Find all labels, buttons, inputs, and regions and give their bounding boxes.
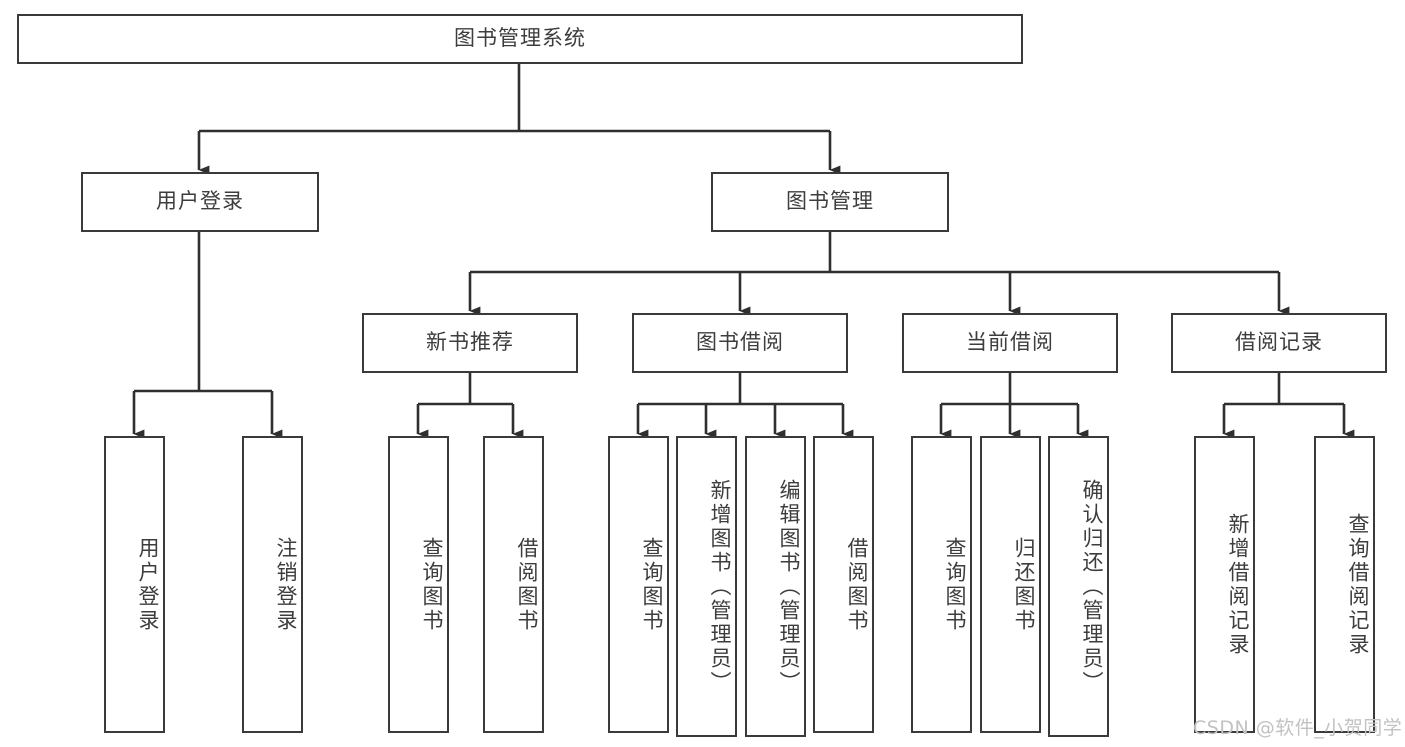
node-borrow-record[interactable]: 借阅记录 — [1171, 313, 1387, 373]
node-leaf-logout[interactable]: 注销登录 — [242, 436, 303, 733]
node-label: 借阅记录 — [1235, 330, 1323, 355]
node-label: 新增借阅记录 — [1226, 512, 1250, 657]
node-label: 查询借阅记录 — [1346, 512, 1370, 657]
node-leaf-add-book-admin[interactable]: 新增图书（管理员） — [676, 436, 737, 737]
node-label: 当前借阅 — [966, 330, 1054, 355]
node-leaf-return-book[interactable]: 归还图书 — [980, 436, 1041, 733]
node-label: 借阅图书 — [845, 536, 869, 633]
node-leaf-edit-book-admin[interactable]: 编辑图书（管理员） — [745, 436, 806, 737]
node-label: 新增图书（管理员） — [708, 478, 732, 695]
node-leaf-query-book-current[interactable]: 查询图书 — [911, 436, 972, 733]
node-current-borrow[interactable]: 当前借阅 — [902, 313, 1118, 373]
node-label: 归还图书 — [1012, 536, 1036, 633]
node-label: 借阅图书 — [515, 536, 539, 633]
node-label: 图书管理 — [786, 189, 874, 214]
node-leaf-user-login[interactable]: 用户登录 — [104, 436, 165, 733]
node-leaf-borrow-book[interactable]: 借阅图书 — [813, 436, 874, 733]
node-book-borrow[interactable]: 图书借阅 — [632, 313, 848, 373]
node-leaf-confirm-return-admin[interactable]: 确认归还（管理员） — [1048, 436, 1109, 737]
node-book-management[interactable]: 图书管理 — [711, 172, 949, 232]
node-new-book-recommend[interactable]: 新书推荐 — [362, 313, 578, 373]
node-user-login[interactable]: 用户登录 — [81, 172, 319, 232]
node-label: 查询图书 — [943, 536, 967, 633]
node-label: 用户登录 — [136, 536, 160, 633]
node-label: 编辑图书（管理员） — [777, 478, 801, 695]
node-leaf-query-book-recommend[interactable]: 查询图书 — [388, 436, 449, 733]
node-label: 查询图书 — [640, 536, 664, 633]
csdn-watermark: CSDN @软件_小贺同学 — [1193, 717, 1403, 739]
node-leaf-query-book-borrow[interactable]: 查询图书 — [608, 436, 669, 733]
node-label: 注销登录 — [274, 536, 298, 633]
node-root-library-management-system[interactable]: 图书管理系统 — [17, 14, 1023, 64]
node-leaf-add-borrow-record[interactable]: 新增借阅记录 — [1194, 436, 1255, 733]
node-label: 查询图书 — [420, 536, 444, 633]
node-leaf-query-borrow-record[interactable]: 查询借阅记录 — [1314, 436, 1375, 733]
node-label: 确认归还（管理员） — [1080, 478, 1104, 695]
node-label: 新书推荐 — [426, 330, 514, 355]
node-label: 图书借阅 — [696, 330, 784, 355]
node-leaf-borrow-book-recommend[interactable]: 借阅图书 — [483, 436, 544, 733]
node-label: 用户登录 — [156, 189, 244, 214]
node-label: 图书管理系统 — [454, 26, 586, 51]
